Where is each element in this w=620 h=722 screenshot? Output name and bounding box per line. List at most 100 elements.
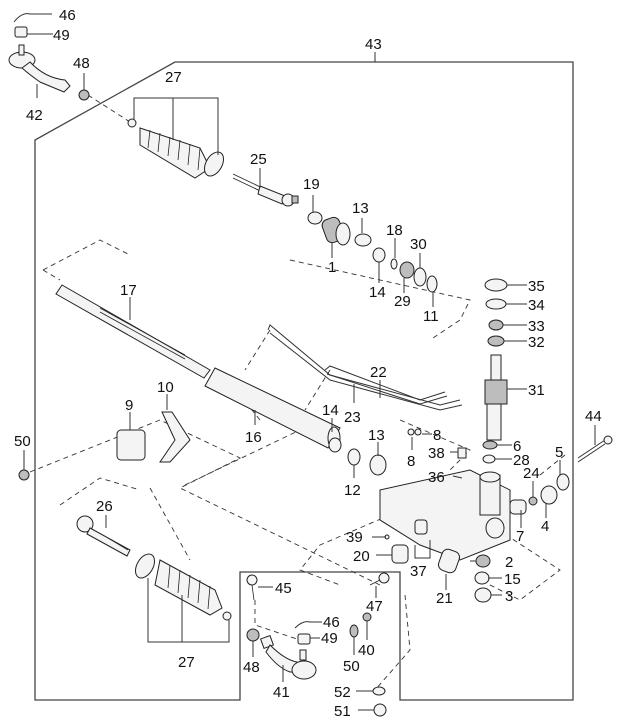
callout-4[interactable]: 4 (541, 518, 549, 535)
callout-45[interactable]: 45 (275, 580, 292, 597)
nut-icon (349, 624, 359, 638)
callout-29[interactable]: 29 (394, 293, 411, 310)
seal-washer-icon (399, 261, 415, 279)
callout-46[interactable]: 46 (59, 7, 76, 24)
bolt-icon (369, 572, 390, 586)
callout-40[interactable]: 40 (358, 642, 375, 659)
callout-48[interactable]: 48 (73, 55, 90, 72)
gear-housing-icon (379, 469, 511, 561)
callout-43[interactable]: 43 (365, 36, 382, 53)
callout-18[interactable]: 18 (386, 222, 403, 239)
oil-seal-icon (372, 247, 386, 263)
callout-24[interactable]: 24 (523, 465, 540, 482)
callout-13b[interactable]: 13 (368, 427, 385, 444)
callout-41[interactable]: 41 (273, 684, 290, 701)
feed-tube-icon (267, 324, 463, 411)
o-ring-icon (369, 454, 387, 476)
callout-26[interactable]: 26 (96, 498, 113, 515)
callout-49b[interactable]: 49 (321, 630, 338, 647)
callout-34[interactable]: 34 (528, 297, 545, 314)
cap-icon (474, 587, 492, 603)
callout-30[interactable]: 30 (410, 236, 427, 253)
callout-5[interactable]: 5 (555, 444, 563, 461)
callout-50a[interactable]: 50 (14, 433, 31, 450)
callout-12[interactable]: 12 (344, 482, 361, 499)
callout-8b[interactable]: 8 (407, 453, 415, 470)
callout-10[interactable]: 10 (157, 379, 174, 396)
callout-8a[interactable]: 8 (433, 427, 441, 444)
callout-21[interactable]: 21 (436, 590, 453, 607)
lock-nut-icon (474, 571, 490, 585)
cotter-pin-icon (13, 13, 40, 23)
o-ring-icon (482, 454, 496, 464)
callout-6[interactable]: 6 (513, 438, 521, 455)
callout-32[interactable]: 32 (528, 334, 545, 351)
callout-28[interactable]: 28 (513, 452, 530, 469)
callout-7[interactable]: 7 (516, 528, 524, 545)
callout-27b[interactable]: 27 (178, 654, 195, 671)
lock-nut-icon (246, 628, 260, 642)
callout-39[interactable]: 39 (346, 529, 363, 546)
rack-guide-icon (509, 499, 527, 515)
callout-23[interactable]: 23 (344, 409, 361, 426)
snap-ring-icon (426, 275, 438, 293)
callout-50b[interactable]: 50 (343, 658, 360, 675)
o-ring-icon (354, 233, 372, 247)
bellows-boot-icon (134, 553, 232, 621)
callout-1[interactable]: 1 (328, 259, 336, 276)
inner-tie-rod-icon (232, 173, 299, 207)
callout-14[interactable]: 14 (369, 284, 386, 301)
bellows-boot-icon (127, 118, 224, 179)
callout-17[interactable]: 17 (120, 282, 137, 299)
callout-42[interactable]: 42 (26, 107, 43, 124)
callout-27[interactable]: 27 (165, 69, 182, 86)
callout-20[interactable]: 20 (353, 548, 370, 565)
cotter-pin-icon (294, 621, 318, 629)
o-ring-icon (414, 428, 422, 436)
tie-rod-end-left-icon (8, 44, 71, 93)
tie-rod-end-right-icon (259, 634, 317, 680)
callout-3[interactable]: 3 (505, 588, 513, 605)
callout-51[interactable]: 51 (334, 703, 351, 720)
callout-25[interactable]: 25 (250, 151, 267, 168)
callout-22[interactable]: 22 (370, 364, 387, 381)
callout-44[interactable]: 44 (585, 408, 602, 425)
castle-nut-icon (297, 633, 311, 645)
o-ring-small-icon (390, 258, 398, 270)
oil-seal-icon (482, 440, 498, 450)
callout-52[interactable]: 52 (334, 684, 351, 701)
callout-33[interactable]: 33 (528, 318, 545, 335)
callout-37[interactable]: 37 (410, 563, 427, 580)
callout-19[interactable]: 19 (303, 176, 320, 193)
callout-35[interactable]: 35 (528, 278, 545, 295)
inner-tie-rod-icon (76, 515, 131, 557)
yoke-plug-icon (540, 485, 558, 505)
callout-15[interactable]: 15 (504, 571, 521, 588)
callout-2[interactable]: 2 (505, 554, 513, 571)
callout-9[interactable]: 9 (125, 397, 133, 414)
callout-48b[interactable]: 48 (243, 659, 260, 676)
callout-16[interactable]: 16 (245, 429, 262, 446)
bushing-icon (307, 211, 323, 225)
back-up-ring-icon (347, 448, 361, 466)
callout-46b[interactable]: 46 (323, 614, 340, 631)
callout-47[interactable]: 47 (366, 598, 383, 615)
o-ring-icon (407, 428, 415, 436)
bracket-set-icon (414, 519, 428, 535)
callout-49[interactable]: 49 (53, 27, 70, 44)
callout-14b[interactable]: 14 (322, 402, 339, 419)
callout-36[interactable]: 36 (428, 469, 445, 486)
callout-11[interactable]: 11 (423, 308, 439, 325)
part-illustrations (8, 13, 613, 717)
callout-31[interactable]: 31 (528, 382, 545, 399)
bolt-icon (577, 435, 613, 463)
callout-13[interactable]: 13 (352, 200, 369, 217)
ball-bearing-icon (475, 554, 491, 568)
washer-icon (372, 686, 386, 696)
lock-nut-icon (78, 89, 90, 101)
snap-ring-icon (556, 473, 570, 491)
bearing-icon (487, 335, 505, 347)
pinion-valve-icon (484, 354, 508, 441)
callout-38[interactable]: 38 (428, 445, 445, 462)
